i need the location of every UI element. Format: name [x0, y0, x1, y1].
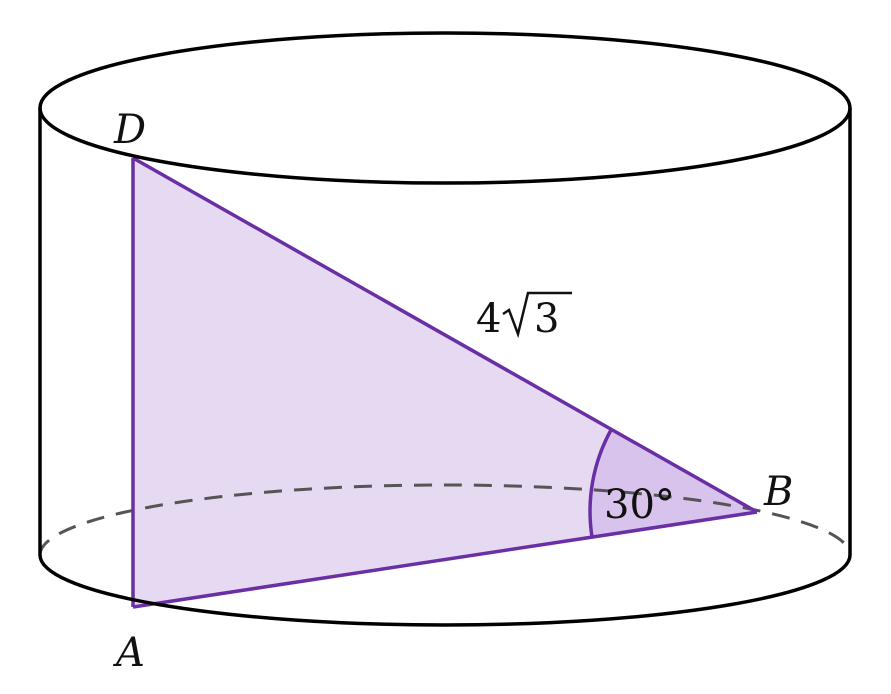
segment-db: [132, 156, 758, 514]
bottom-ellipse-back: [38, 483, 852, 556]
angle-label: 30°: [604, 482, 675, 528]
point-label-d: D: [113, 107, 146, 153]
bottom-ellipse-front: [38, 554, 852, 627]
length-label-db: 4 3: [476, 291, 572, 342]
angle-30-sector: [590, 430, 757, 537]
point-label-a: A: [112, 630, 145, 676]
sqrt-sign: [502, 291, 572, 339]
point-label-b: B: [763, 469, 793, 515]
top-ellipse: [38, 31, 852, 185]
angle-30-arc: [588, 429, 613, 538]
triangle-abd-fill: [133, 158, 757, 607]
length-coef: 4: [476, 296, 501, 342]
length-radicand: 3: [534, 296, 559, 342]
segment-ab: [132, 510, 758, 609]
